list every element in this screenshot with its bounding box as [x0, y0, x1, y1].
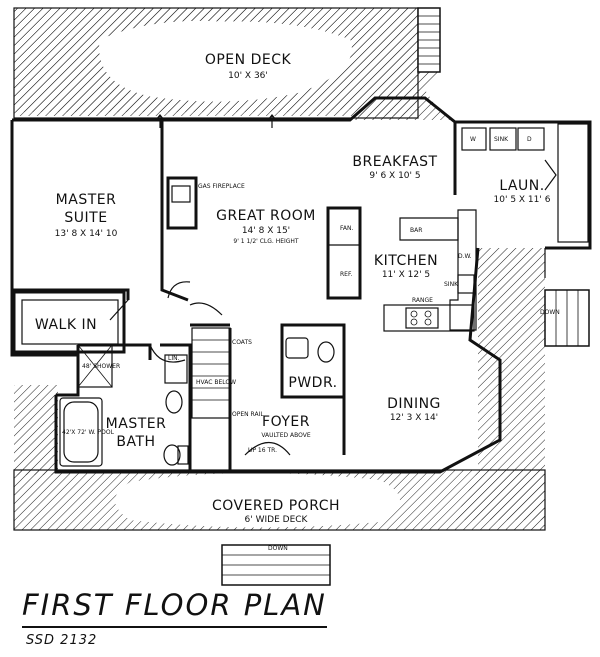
- pool-label: 42'X 72' W. POOL: [62, 429, 115, 436]
- walk-in-label: WALK IN: [35, 317, 97, 333]
- foyer-note: VAULTED ABOVE: [261, 432, 311, 439]
- gas-fireplace-label: GAS FIREPLACE: [198, 183, 245, 190]
- dishwasher-label: D.W.: [458, 253, 472, 260]
- dining-label: DINING: [387, 396, 441, 412]
- master-bath-label-2: BATH: [116, 434, 155, 450]
- fan-label: FAN.: [340, 225, 353, 232]
- down-side-label: DOWN: [540, 309, 560, 316]
- down-front-label: DOWN: [268, 545, 288, 552]
- laundry-label: LAUN.: [499, 178, 544, 194]
- master-suite-label-2: SUITE: [64, 210, 107, 226]
- open-deck-area: [13, 7, 455, 120]
- coats-label: COATS: [232, 339, 252, 346]
- powder-label: PWDR.: [288, 375, 337, 391]
- plan-code: SSD 2132: [26, 633, 98, 648]
- range-label: RANGE: [412, 297, 433, 304]
- washer-label: W: [470, 136, 476, 143]
- kitchen-dims: 11' X 12' 5: [382, 270, 430, 280]
- laundry-dims: 10' 5 X 11' 6: [494, 195, 551, 205]
- breakfast-label: BREAKFAST: [352, 154, 437, 170]
- exterior-walls: [10, 96, 592, 474]
- title-underline: [22, 626, 327, 628]
- kitchen-label: KITCHEN: [374, 253, 438, 269]
- breakfast-dims: 9' 6 X 10' 5: [369, 171, 420, 181]
- laundry-sink-label: SINK: [494, 136, 509, 143]
- covered-porch-label: COVERED PORCH: [212, 498, 340, 514]
- interior-walls: [12, 114, 590, 586]
- foyer-label: FOYER: [262, 414, 310, 430]
- covered-porch-dims: 6' WIDE DECK: [245, 515, 309, 525]
- stair-up-label: UP 16 TR.: [248, 447, 277, 454]
- plan-title: FIRST FLOOR PLAN: [22, 588, 327, 622]
- great-room-label: GREAT ROOM: [216, 208, 316, 224]
- master-suite-dims: 13' 8 X 14' 10: [55, 229, 118, 239]
- hvac-label: HVAC BELOW: [196, 379, 236, 386]
- kitchen-sink-label: SINK: [444, 281, 459, 288]
- great-room-ceiling: 9' 1 1/2' CLG. HEIGHT: [233, 238, 299, 245]
- master-bath-label-1: MASTER: [106, 416, 167, 432]
- shower-label: 48' SHOWER: [82, 363, 120, 370]
- dining-dims: 12' 3 X 14': [390, 413, 438, 423]
- open-deck-dims: 10' X 36': [228, 71, 268, 81]
- bar-label: BAR: [410, 227, 422, 234]
- dryer-label: D: [527, 136, 532, 143]
- great-room-dims: 14' 8 X 15': [242, 226, 290, 236]
- open-deck-label: OPEN DECK: [205, 52, 292, 68]
- ref-label: REF.: [340, 271, 352, 278]
- master-suite-label-1: MASTER: [56, 192, 117, 208]
- linen-label: LIN.: [168, 355, 180, 362]
- open-rail-label: OPEN RAIL: [232, 411, 264, 418]
- covered-porch-area: [13, 385, 546, 531]
